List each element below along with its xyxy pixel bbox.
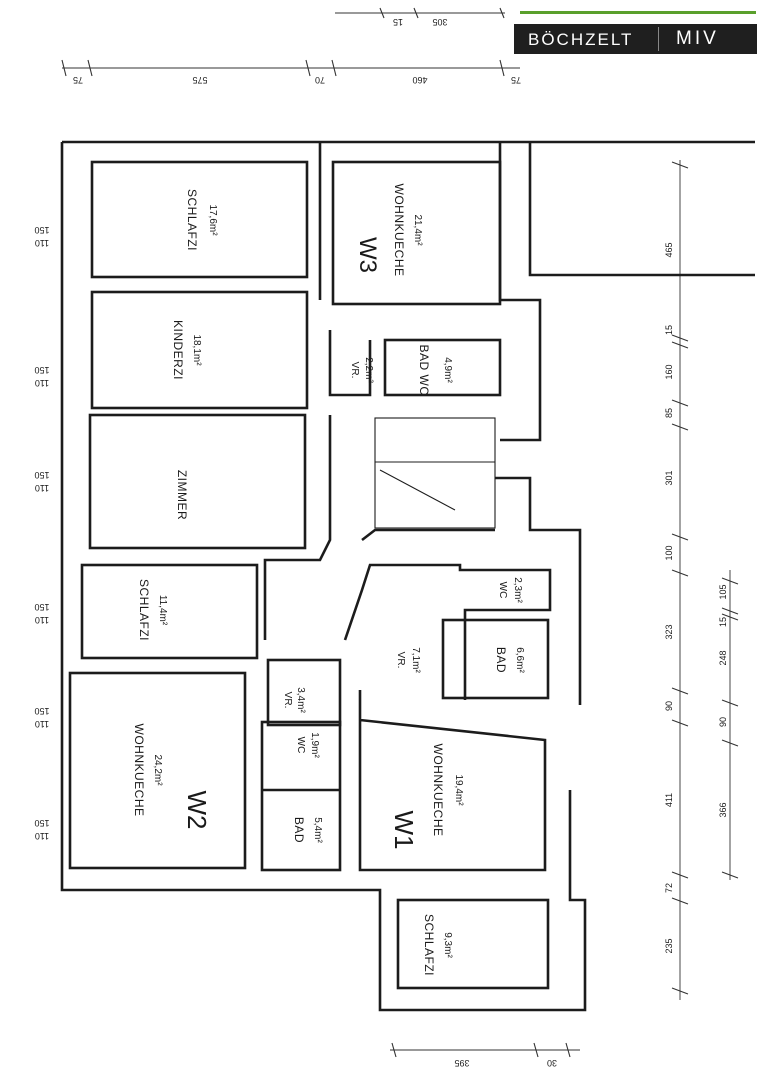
window-width-5: 110 bbox=[35, 719, 49, 729]
dim-bottom-1: 30 bbox=[547, 1058, 557, 1068]
room-area-w1-bad: 6,6m² bbox=[514, 647, 525, 673]
unit-label-w3: W3 bbox=[354, 237, 381, 273]
room-area-w3-wohnkueche: 21,4m² bbox=[412, 214, 423, 246]
logo-right-text: MIV bbox=[676, 28, 719, 49]
room-area-w2-wohnkueche: 24,2m² bbox=[152, 754, 163, 786]
window-height-3: 150 bbox=[34, 470, 49, 480]
dimension-top: 305 15 75 575 70 460 75 bbox=[61, 7, 521, 85]
window-height-1: 150 bbox=[34, 225, 49, 235]
window-width-2: 110 bbox=[35, 378, 49, 388]
room-name-w2-wc: WC bbox=[295, 737, 306, 754]
dimension-right: 465 15 160 85 301 100 323 90 411 72 235 … bbox=[664, 160, 739, 1000]
dim-bottom-0: 395 bbox=[454, 1058, 469, 1068]
dim-right-8: 411 bbox=[664, 793, 674, 807]
room-name-w3-bad-wc: BAD WC bbox=[417, 345, 431, 396]
logo-separator bbox=[658, 27, 659, 51]
unit-label-w1: W1 bbox=[389, 811, 419, 850]
dim-right-5: 100 bbox=[664, 545, 674, 560]
dim-top-6: 75 bbox=[511, 75, 521, 85]
dim-right-7: 90 bbox=[664, 701, 674, 711]
room-name-w3-schlafzi: SCHLAFZI bbox=[185, 189, 199, 251]
logo-left-text: BÖCHZELT bbox=[528, 30, 634, 49]
room-name-zimmer: ZIMMER bbox=[175, 470, 189, 520]
dim-right-6: 323 bbox=[664, 624, 674, 639]
room-area-w1-vr: 7,1m² bbox=[410, 647, 421, 673]
dim-top-1: 15 bbox=[393, 17, 403, 27]
room-name-w1-vr: VR. bbox=[395, 652, 406, 669]
room-area-w2-wc: 1,9m² bbox=[309, 732, 320, 758]
logo-accent-bar bbox=[520, 11, 756, 20]
room-area-w2-schlafzi: 11,4m² bbox=[157, 595, 168, 626]
room-area-w1-wohnkueche: 19,4m² bbox=[453, 774, 464, 806]
room-name-w2-schlafzi: SCHLAFZI bbox=[137, 579, 151, 641]
room-labels: SCHLAFZI 17,6m² WOHNKUECHE 21,4m² KINDER… bbox=[132, 183, 525, 976]
dim-right-9: 72 bbox=[664, 883, 674, 893]
room-name-w1-wohnkueche: WOHNKUECHE bbox=[431, 743, 445, 836]
dim-inner-1: 15 bbox=[718, 617, 728, 627]
dim-inner-2: 248 bbox=[718, 650, 728, 665]
window-annotations: 150 110 150 110 150 110 150 110 150 110 … bbox=[34, 225, 49, 841]
room-name-w2-bad: BAD bbox=[292, 817, 306, 843]
dim-inner-4: 366 bbox=[718, 802, 728, 817]
room-area-kinderzi: 18,1m² bbox=[191, 334, 202, 366]
dim-inner-0: 105 bbox=[718, 584, 728, 599]
dim-top-5: 460 bbox=[412, 75, 427, 85]
dimension-bottom: 395 30 bbox=[390, 1042, 580, 1068]
room-name-kinderzi: KINDERZI bbox=[171, 320, 185, 380]
room-name-w1-bad: BAD bbox=[494, 647, 508, 673]
room-name-w3-wohnkueche: WOHNKUECHE bbox=[392, 183, 406, 276]
window-width-6: 110 bbox=[35, 831, 49, 841]
window-height-2: 150 bbox=[34, 365, 49, 375]
room-name-w1-wc: WC bbox=[497, 582, 508, 599]
dim-right-10: 235 bbox=[664, 938, 674, 953]
dim-right-4: 301 bbox=[664, 470, 674, 485]
room-area-w1-wc: 2,3m² bbox=[512, 577, 523, 603]
dim-right-2: 160 bbox=[664, 364, 674, 379]
room-area-w1-schlafzi: 9,3m² bbox=[442, 932, 453, 958]
dim-top-4: 70 bbox=[315, 75, 325, 85]
room-area-w2-bad: 5,4m² bbox=[312, 817, 323, 843]
window-width-4: 110 bbox=[35, 615, 49, 625]
room-area-w3-bad-wc: 4,9m² bbox=[442, 357, 453, 383]
dim-right-1: 15 bbox=[664, 325, 674, 335]
room-name-w3-vr: VR. bbox=[349, 362, 360, 379]
window-width-1: 110 bbox=[35, 238, 49, 248]
dim-inner-3: 90 bbox=[718, 717, 728, 727]
window-height-6: 150 bbox=[34, 818, 49, 828]
dim-top-3: 575 bbox=[192, 75, 207, 85]
room-area-w3-vr: 2,2m² bbox=[363, 357, 374, 383]
room-name-w2-vr: VR. bbox=[282, 692, 293, 709]
dim-right-0: 465 bbox=[664, 242, 674, 257]
logo-box bbox=[514, 24, 757, 54]
room-name-w1-schlafzi: SCHLAFZI bbox=[422, 914, 436, 976]
window-height-4: 150 bbox=[34, 602, 49, 612]
unit-label-w2: W2 bbox=[182, 791, 212, 830]
dim-top-2: 75 bbox=[73, 75, 83, 85]
window-width-3: 110 bbox=[35, 483, 49, 493]
window-height-5: 150 bbox=[34, 706, 49, 716]
room-area-w3-schlafzi: 17,6m² bbox=[207, 204, 218, 236]
dim-right-3: 85 bbox=[664, 408, 674, 418]
walls bbox=[60, 140, 755, 1012]
room-area-w2-vr: 3,4m² bbox=[295, 687, 306, 713]
dim-top-0: 305 bbox=[432, 17, 447, 27]
unit-labels: W3 W2 W1 bbox=[182, 237, 419, 850]
room-name-w2-wohnkueche: WOHNKUECHE bbox=[132, 723, 146, 816]
